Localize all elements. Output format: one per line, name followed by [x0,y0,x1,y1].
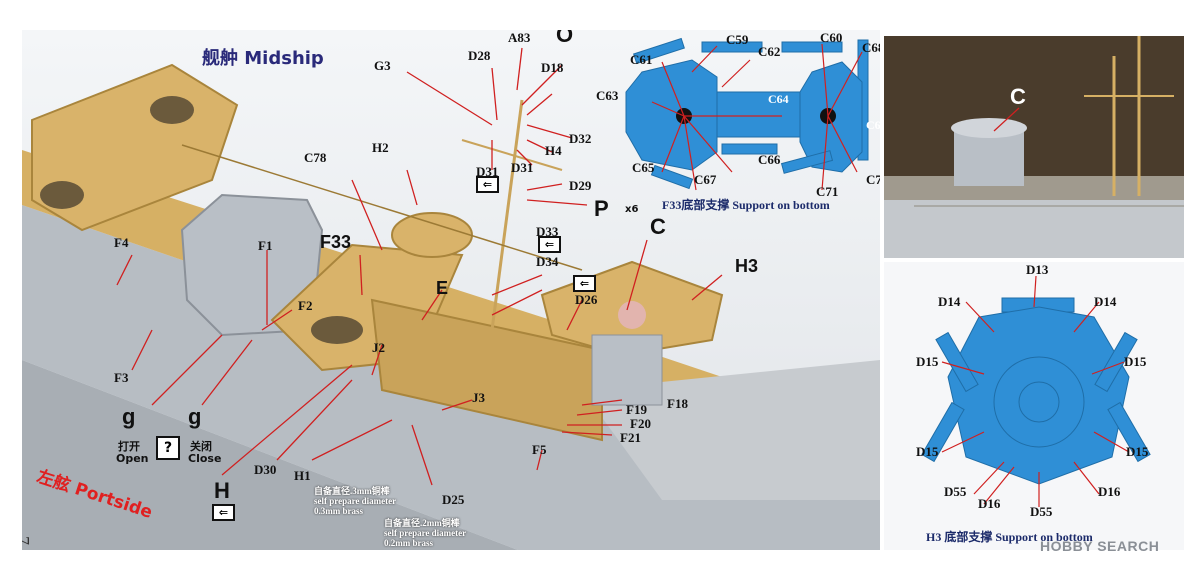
g-close-cn: 关闭 [190,440,212,453]
part-label: H1 [294,468,311,483]
g-open-cn: 打开 [118,440,140,453]
part-label: D18 [541,60,564,75]
round-platform [391,212,473,258]
part-label: F19 [626,402,647,417]
h3-part-label: D55 [1030,504,1053,519]
grey-housing [591,334,663,406]
ship-illustration [22,47,880,550]
part-label: D30 [254,462,277,477]
part-label: P [594,196,609,221]
f33-part-label: C64 [768,92,789,106]
part-label: D33 [536,224,559,239]
detail-photo [884,36,1184,258]
platform-hole [311,316,363,344]
part-label: C [650,214,666,239]
part-label: J2 [372,340,385,355]
f33-caption: F33底部支撑 Support on bottom [662,198,830,212]
part-label: A83 [508,30,531,45]
h3-part-label: D55 [944,484,967,499]
f33-part-label: C63 [596,88,619,103]
part-label: D31 [476,164,499,179]
part-label: H [214,478,230,503]
mast-yard [461,139,563,171]
part-label: H4 [545,143,562,158]
platform-hole [150,96,194,124]
h3-caption: H3 底部支撑 Support on bottom [926,530,1093,544]
f33-part-label: C67 [694,172,717,187]
part-label: H2 [372,140,389,155]
h3-support-diagram [921,275,1151,507]
leader-lines [116,47,723,486]
photo-label-c: C [1010,84,1026,109]
f33-part-label: C66 [758,152,781,167]
f33-part-label: C65 [632,160,655,175]
brass-note-02: 自备直径.2mm铜棒 self prepare diameter 0.2mm b… [384,518,467,548]
part-label: D28 [468,48,491,63]
h3-part-label: D14 [1094,294,1117,309]
h3-part-label: D14 [938,294,961,309]
part-label: J3 [472,390,485,405]
f33-support-diagram [625,37,869,191]
part-label: D32 [569,131,592,146]
section-title: 舰舯 Midship [202,48,324,69]
f33-part-label: C71 [816,184,839,199]
move-arrow-icon: ⇐ [573,275,596,292]
part-label: F20 [630,416,651,431]
part-label: D26 [575,292,598,307]
h3-part-label: D15 [1124,354,1147,369]
h3-part-label: D16 [978,496,1001,511]
f33-part-label: C61 [630,52,653,67]
superstructure [370,298,603,442]
f33-part-label: C70 [866,172,880,187]
part-label: g [188,404,202,429]
f33-part-label: C69 [866,118,880,132]
g-close-en: Close [188,452,222,465]
platform-hole [40,181,84,209]
move-arrow-icon: ⇐ [538,236,561,253]
g-open-en: Open [116,452,149,465]
brass-note-03: 自备直径.3mm铜棒 self prepare diameter 0.3mm b… [314,486,397,516]
h3-part-label: D15 [916,444,939,459]
part-label: D34 [536,254,559,269]
mast [490,99,524,331]
h3-centre-disc [993,356,1085,448]
part-label: F18 [667,396,688,411]
midship-photo-panel: 舰舯 Midship 左舷 Portside 7 A83OD28D18G3D32… [22,30,880,550]
part-label: D31 [511,160,534,175]
part-label: g [122,404,136,429]
part-label: E [436,278,449,298]
page-number: 7 [22,536,33,545]
move-arrow-icon: ⇐ [476,176,499,193]
platform-disc [618,301,646,329]
detail-photo-panel: C [884,36,1184,258]
part-label: G3 [374,58,391,73]
part-label: F2 [298,298,313,313]
part-label: H3 [735,256,759,276]
part-label: F5 [532,442,547,457]
part-label: F4 [114,235,129,250]
part-label: C78 [304,150,327,165]
part-label: F33 [320,232,352,252]
h3-part-label: D16 [1098,484,1121,499]
p-multiplier: x6 [625,204,639,215]
watermark: HOBBY SEARCH [1040,538,1160,554]
f33-part-label: C68 [862,40,880,55]
f33-support-inset: C59C62C61C60C68C63C64C69C65C66C67C71C70 … [596,30,880,212]
h3-part-label: D13 [1026,262,1049,277]
part-label: F3 [114,370,129,385]
part-label: F21 [620,430,641,445]
f33-part-label: C60 [820,30,843,45]
h3-part-label: D15 [916,354,939,369]
move-arrow-icon: ⇐ [212,504,235,521]
part-label: D25 [442,492,465,507]
part-label: O [556,30,574,47]
g-question-icon: ? [156,436,180,460]
part-label: F1 [258,238,273,253]
part-label: D29 [569,178,592,193]
h3-part-label: D15 [1126,444,1149,459]
f33-part-label: C62 [758,44,781,59]
f33-part-label: C59 [726,32,749,47]
railing [181,144,583,271]
